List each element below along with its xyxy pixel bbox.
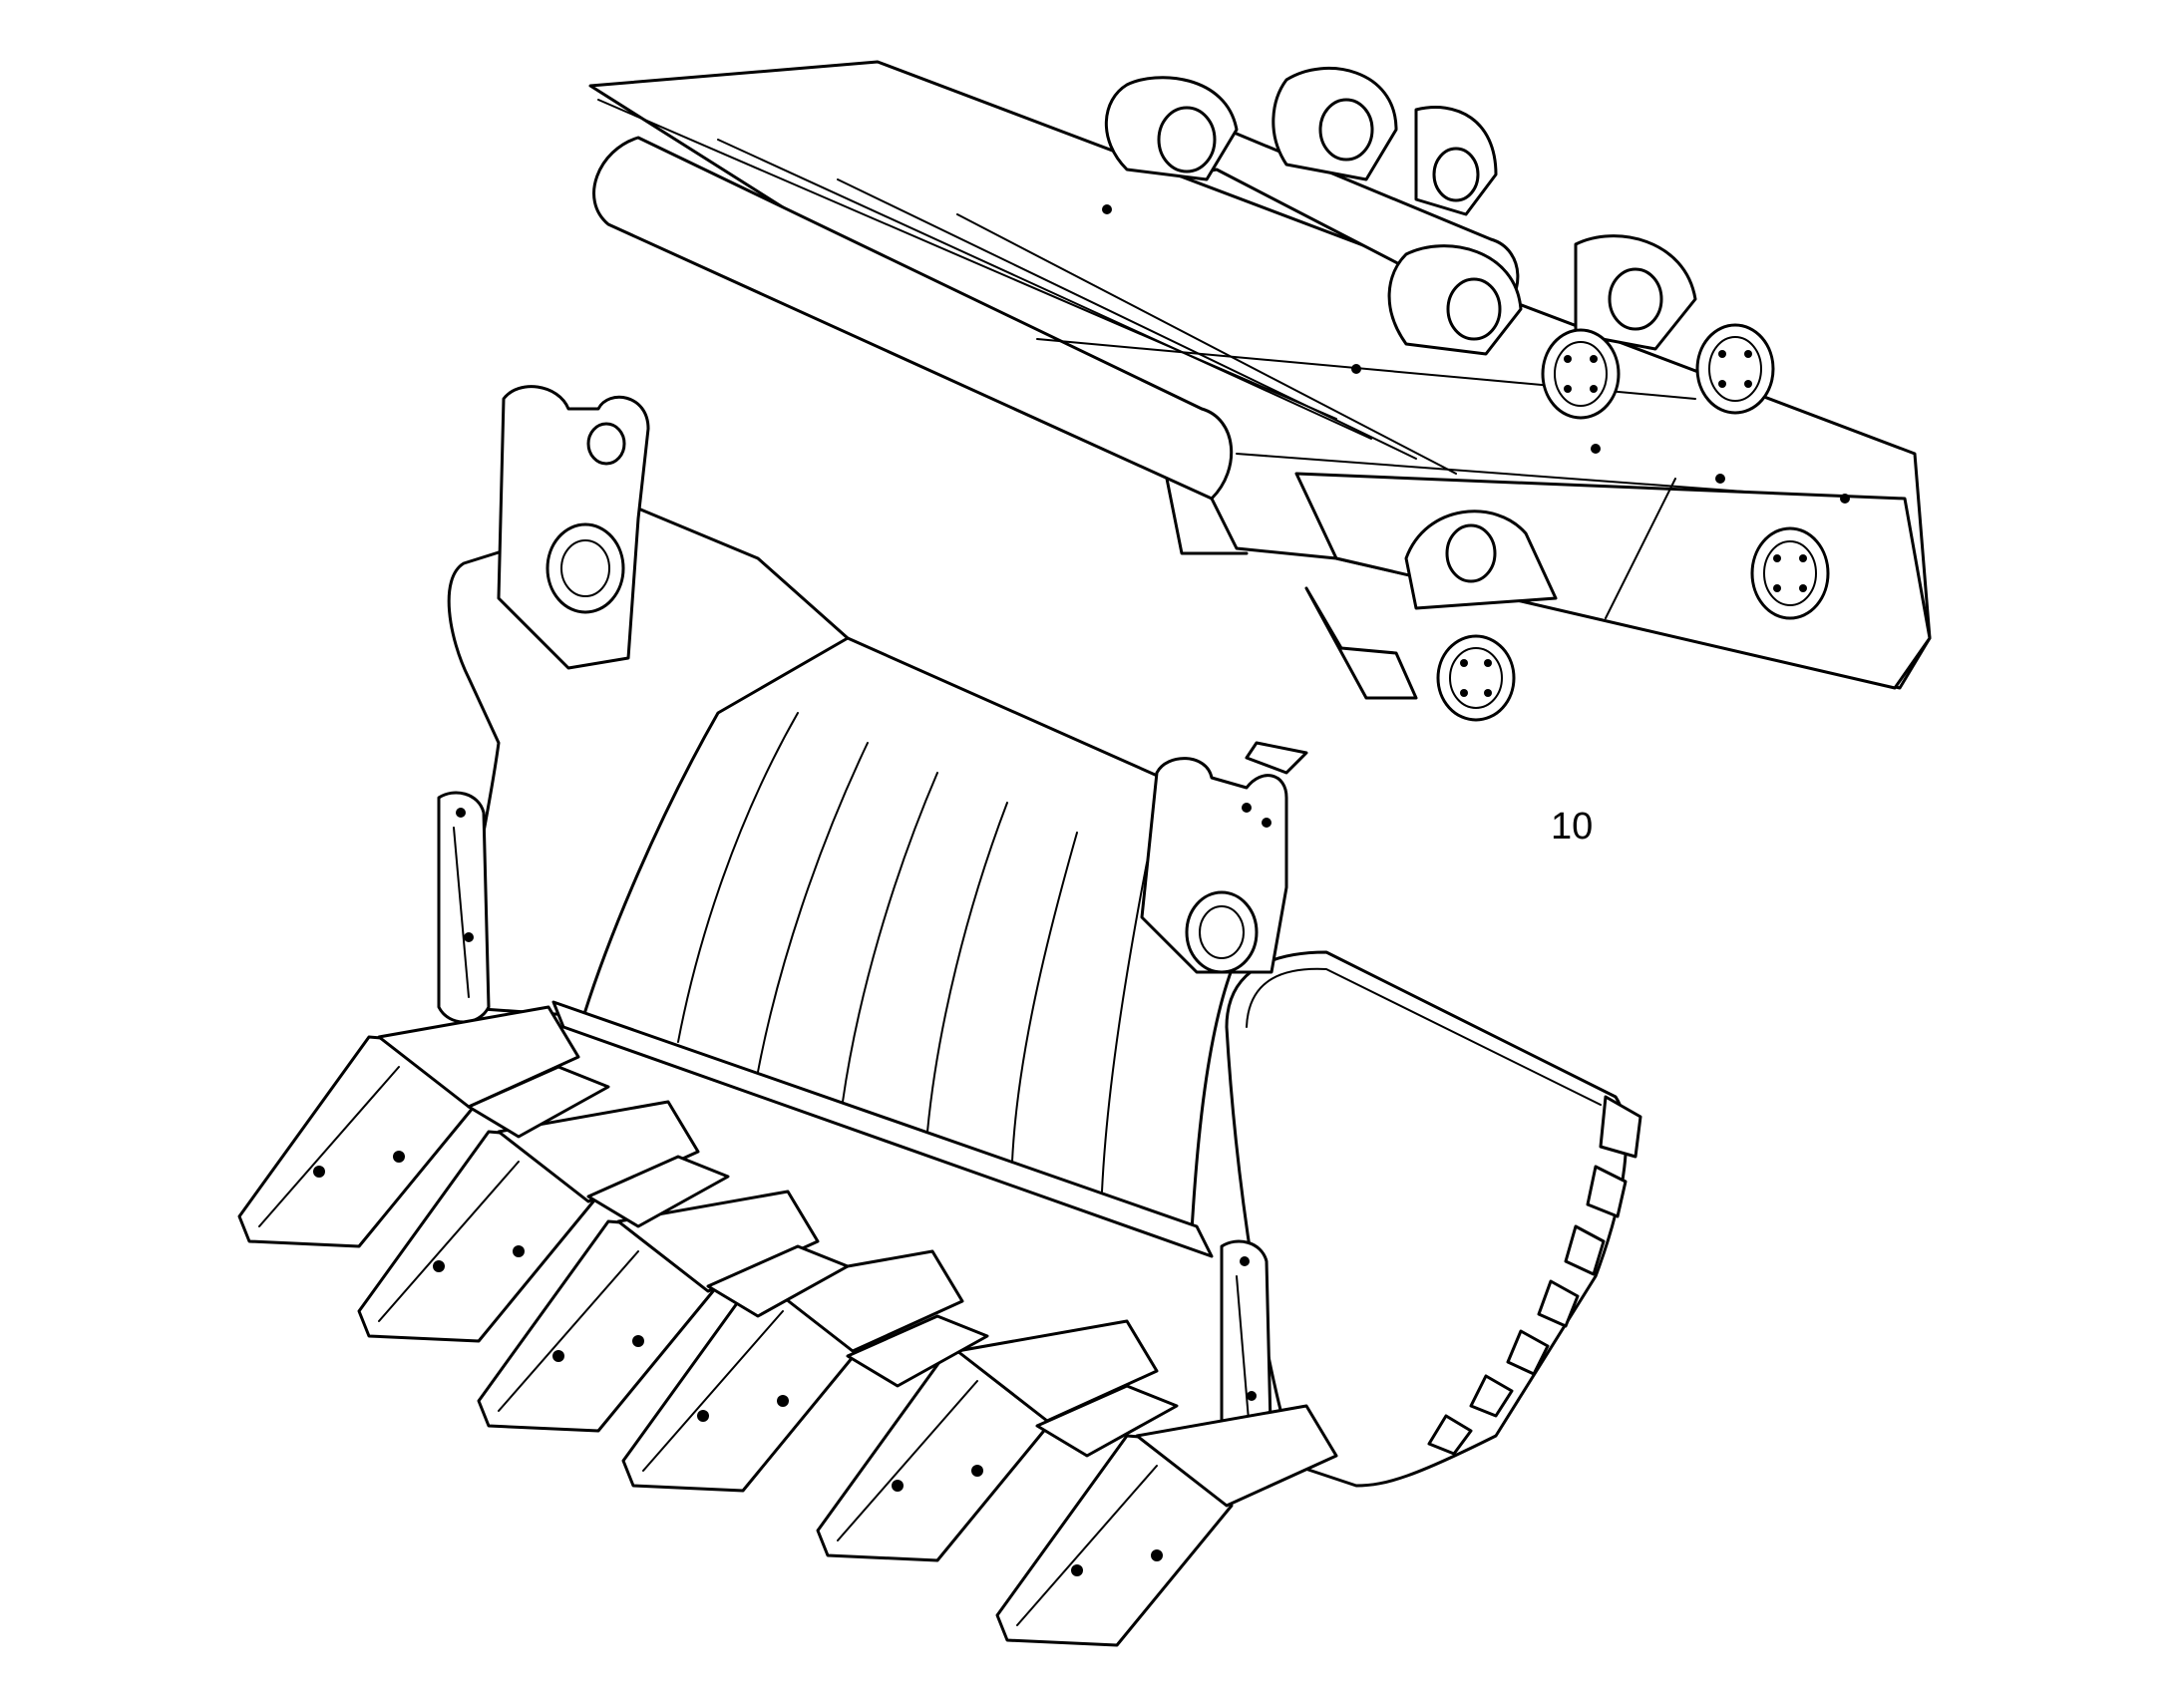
bucket-teeth [237, 1005, 1338, 1647]
reference-number: 10 [1551, 806, 1594, 848]
quick-coupler-frame [588, 60, 1932, 722]
wear-segments [1427, 1095, 1642, 1456]
side-cutters [437, 791, 491, 1024]
